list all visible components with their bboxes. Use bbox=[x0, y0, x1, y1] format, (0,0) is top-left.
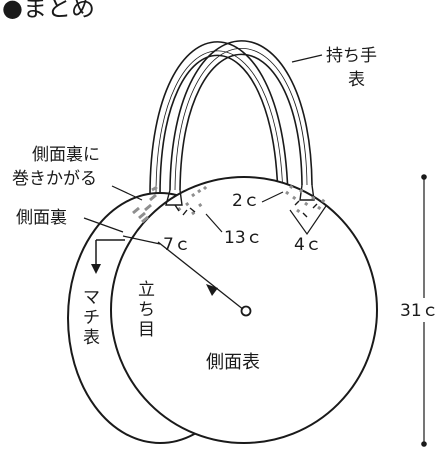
label-dim-13c: 13ｃ bbox=[224, 228, 263, 248]
leader-7c bbox=[122, 235, 161, 245]
leader-wrap bbox=[111, 185, 143, 201]
gusset-edge-marker bbox=[91, 239, 125, 274]
handle-attachment-left bbox=[165, 189, 183, 206]
diagram-title: ●まとめ bbox=[2, 0, 95, 22]
label-standing-2: ち bbox=[138, 300, 155, 320]
label-side-front: 側面表 bbox=[206, 352, 260, 373]
label-wrap-line1: 側面裏に bbox=[32, 144, 100, 165]
label-side-inner: 側面裏 bbox=[16, 207, 67, 228]
label-gusset-3: 表 bbox=[83, 328, 100, 348]
leader-2c bbox=[261, 191, 284, 203]
label-standing-1: 立 bbox=[138, 280, 155, 300]
handle-front-strap bbox=[169, 40, 313, 191]
whip-stitches bbox=[132, 184, 327, 224]
dimension-bottom-dot bbox=[421, 441, 427, 447]
label-dim-height: 31ｃ bbox=[400, 301, 439, 321]
dimension-top-dot bbox=[421, 174, 427, 180]
label-standing-3: 目 bbox=[138, 320, 155, 340]
label-wrap-line2: 巻きかがる bbox=[12, 169, 97, 189]
leader-4c bbox=[289, 205, 327, 236]
label-gusset-2: チ bbox=[83, 308, 100, 328]
center-point-icon bbox=[240, 305, 252, 317]
standing-stitch-arrow bbox=[157, 241, 252, 317]
label-dim-4c: 4ｃ bbox=[294, 235, 322, 255]
label-handle-front-line2: 表 bbox=[348, 70, 365, 90]
label-gusset-1: マ bbox=[83, 288, 100, 308]
leader-handle bbox=[291, 54, 323, 63]
leader-side-inner bbox=[83, 217, 124, 233]
handle-back-strap bbox=[149, 41, 289, 201]
leader-13c bbox=[205, 213, 223, 233]
height-dimension bbox=[392, 174, 438, 447]
label-dim-2c: 2ｃ bbox=[232, 191, 260, 211]
label-dim-7c: 7ｃ bbox=[163, 235, 191, 255]
label-handle-front-line1: 持ち手 bbox=[326, 46, 377, 66]
stitch-ticks bbox=[174, 200, 318, 218]
